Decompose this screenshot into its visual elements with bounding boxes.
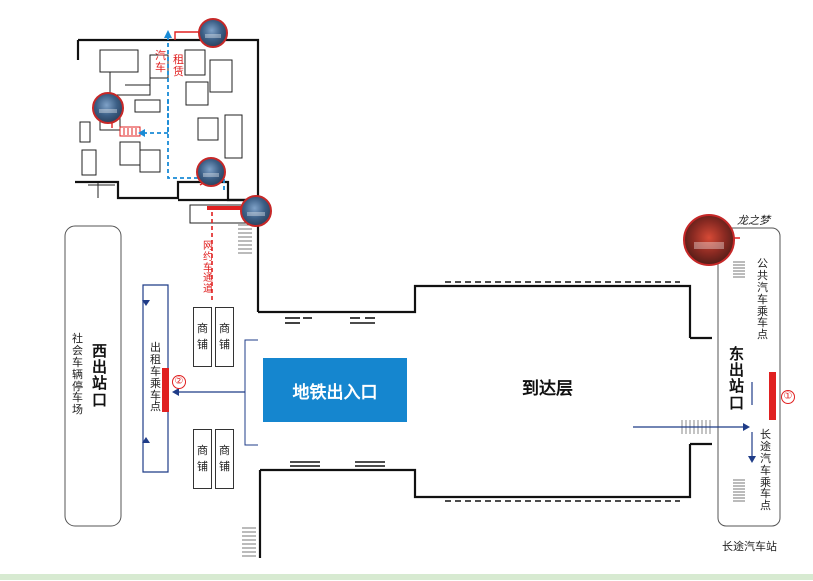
vertical-char: 西 (92, 343, 108, 360)
stairs (238, 224, 745, 557)
social-parking-lot (64, 225, 122, 527)
metro-exit-box[interactable]: 地铁出入口 (263, 358, 407, 422)
vertical-char: 租 (173, 54, 184, 66)
vertical-char: 长 (760, 429, 771, 441)
vertical-char: 乘 (757, 305, 768, 318)
vertical-char: 汽 (155, 50, 166, 62)
vertical-char: 站 (92, 375, 108, 393)
shop-4: 商铺 (215, 429, 234, 489)
vertical-char: 车 (760, 464, 771, 477)
vertical-char: 车 (72, 356, 83, 369)
west-exit-label: 西出站口 (92, 343, 108, 409)
marker-1: ① (781, 390, 795, 404)
vertical-char: 通 (203, 273, 213, 285)
vertical-char: 出 (729, 362, 745, 380)
vertical-char: 共 (757, 269, 768, 282)
marker-2: ② (172, 375, 186, 389)
shop-1: 商铺 (193, 307, 212, 367)
bus-pickup-label: 公共汽车乘车点 (757, 258, 768, 342)
vertical-char: 停 (72, 380, 83, 393)
vertical-char: 辆 (72, 368, 83, 381)
shop-2: 商铺 (215, 307, 234, 367)
car-rental-counter (119, 126, 141, 137)
vertical-char: 约 (203, 251, 213, 263)
east-exit-label: 东出站口 (729, 346, 745, 412)
vertical-char: 车 (757, 317, 768, 330)
vertical-char: 赁 (173, 65, 184, 78)
car-rental-label-b: 租赁 (173, 54, 184, 79)
vertical-char: 乘 (760, 476, 771, 489)
vertical-char: 口 (729, 394, 745, 412)
vertical-char: 道 (203, 284, 213, 296)
rental-photo-top (198, 18, 228, 48)
vertical-char: 出 (92, 359, 108, 377)
route-arrow-left (138, 129, 145, 137)
vertical-char: 点 (150, 401, 161, 414)
hall-doors (285, 317, 385, 467)
online-car-gate-bar (207, 206, 245, 210)
vertical-char: 网 (203, 241, 213, 252)
longzhimeng-photo (683, 214, 735, 266)
route-arrow-up (164, 30, 172, 38)
longzhimeng-label: 龙之梦 (737, 215, 770, 227)
vertical-char: 汽 (760, 452, 771, 465)
long-distance-station-label: 长途汽车站 (722, 541, 777, 553)
vertical-char: 公 (757, 258, 768, 270)
vertical-char: 车 (72, 392, 83, 405)
vertical-char: 站 (729, 378, 745, 396)
vertical-char: 点 (760, 500, 771, 513)
long-distance-pickup-bar (769, 372, 776, 420)
vertical-char: 车 (150, 365, 161, 378)
shop-3: 商铺 (193, 429, 212, 489)
vertical-char: 东 (729, 346, 745, 363)
rental-photo-middle (196, 157, 226, 187)
vertical-char: 乘 (150, 377, 161, 390)
top-hall-doors (445, 281, 680, 502)
vertical-char: 社 (72, 333, 83, 345)
taxi-pickup-bar (162, 368, 169, 412)
vertical-char: 汽 (757, 281, 768, 294)
car-rental-label-a: 汽车 (155, 50, 166, 75)
east-bus-area (717, 227, 781, 527)
social-parking-label: 社会车辆停车场 (72, 333, 83, 417)
vertical-char: 车 (203, 262, 213, 274)
vertical-char: 点 (757, 329, 768, 342)
vertical-char: 出 (150, 342, 161, 354)
vertical-char: 车 (155, 61, 166, 74)
vertical-char: 途 (760, 440, 771, 453)
vertical-char: 车 (150, 389, 161, 402)
vertical-char: 租 (150, 353, 161, 366)
vertical-char: 车 (757, 293, 768, 306)
online-car-channel-label: 网约车通道 (203, 241, 213, 296)
vertical-char: 车 (760, 488, 771, 501)
vertical-char: 场 (72, 404, 83, 417)
arrival-floor-label: 到达层 (522, 379, 573, 398)
vertical-char: 口 (92, 391, 108, 409)
long-distance-pickup-label: 长途汽车乘车点 (760, 429, 771, 513)
taxi-pickup-label: 出租车乘车点 (150, 342, 161, 414)
rental-photo-left (92, 92, 124, 124)
online-car-photo (240, 195, 272, 227)
vertical-char: 会 (72, 344, 83, 357)
